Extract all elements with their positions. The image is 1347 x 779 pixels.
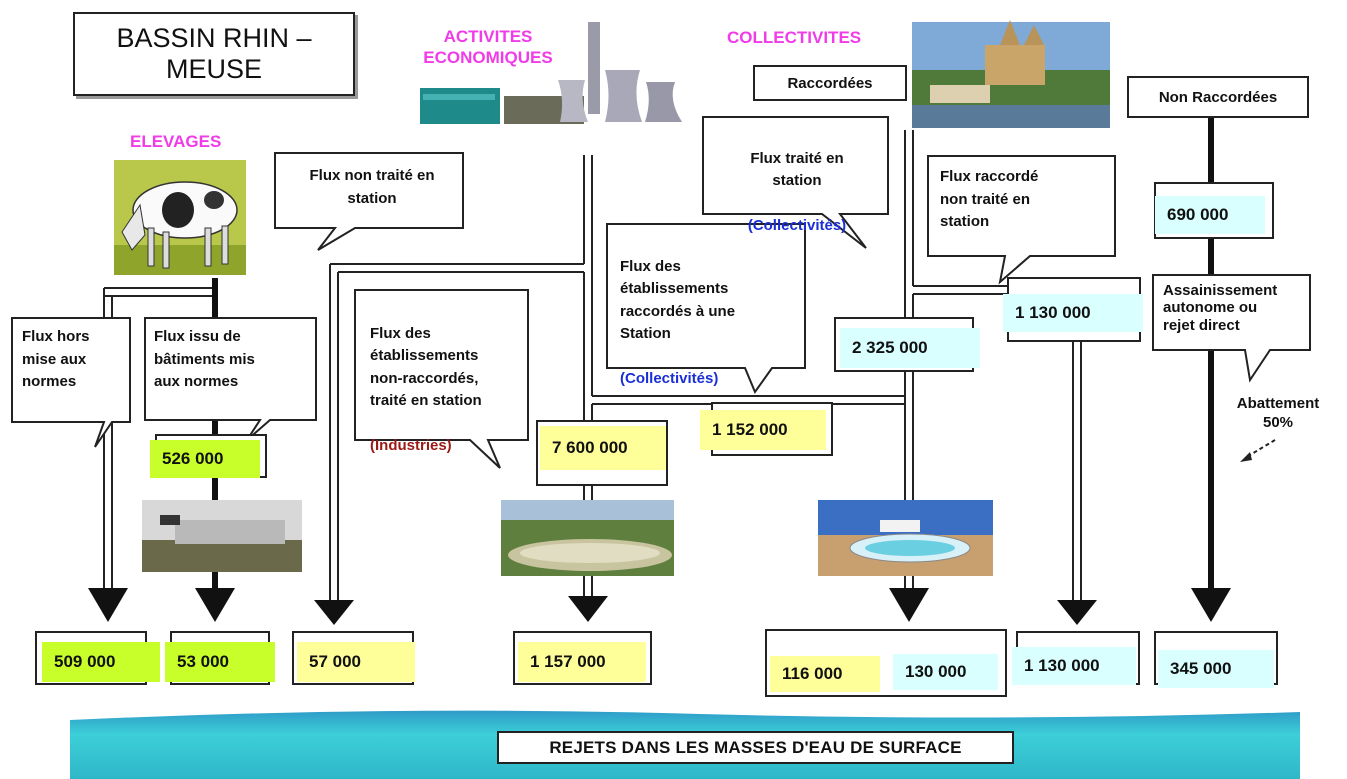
header-collectivites: COLLECTIVITES xyxy=(727,28,862,47)
farm-building-picture xyxy=(142,500,302,572)
cow-picture xyxy=(114,160,246,275)
bubble-flux-non-traite: Flux non traité en station xyxy=(309,167,435,207)
header-raccordees: Raccordées xyxy=(787,74,873,92)
value-57000: 57 000 xyxy=(297,642,415,682)
value-1130000-bottom: 1 130 000 xyxy=(1012,647,1136,685)
header-elevages: ELEVAGES xyxy=(130,132,222,151)
bubble-assainissement-autonome: Assainissement autonome ou rejet direct xyxy=(1163,282,1278,334)
value-116000: 116 000 xyxy=(770,656,880,692)
header-activites-economiques: ACTIVITES ECONOMIQUES xyxy=(423,27,553,68)
tag-collectivites: (Collectivités) xyxy=(620,370,719,387)
treatment-station-picture xyxy=(501,500,674,576)
bubble-flux-traite-station-text: Flux traité en station xyxy=(750,149,844,190)
header-non-raccordees: Non Raccordées xyxy=(1158,88,1278,106)
basin-title-text: BASSIN RHIN – MEUSE xyxy=(116,22,312,84)
label-abattement: Abattement 50% xyxy=(1236,395,1320,431)
value-1130000-top: 1 130 000 xyxy=(1003,294,1143,332)
factory-picture xyxy=(418,22,698,128)
bubble-flux-hors-normes: Flux hors mise aux normes xyxy=(22,328,90,390)
value-690000: 690 000 xyxy=(1155,196,1265,234)
callout-bubbles xyxy=(11,116,1311,469)
basin-title: BASSIN RHIN – MEUSE xyxy=(73,12,355,96)
value-509000: 509 000 xyxy=(42,642,160,682)
bubble-etablissements-non-raccordes-text: Flux des établissements non-raccordés, t… xyxy=(370,324,482,410)
value-526000: 526 000 xyxy=(150,440,260,478)
bubble-etablissements-non-raccordes: Flux des établissements non-raccordés, t… xyxy=(370,300,482,458)
bubble-raccorde-non-traite: Flux raccordé non traité en station xyxy=(940,168,1039,230)
value-7600000: 7 600 000 xyxy=(540,426,666,470)
bubble-etablissements-raccordes-text: Flux des établissements raccordés à une … xyxy=(620,257,736,343)
bubble-etablissements-raccordes: Flux des établissements raccordés à une … xyxy=(620,233,735,391)
city-picture xyxy=(912,20,1110,128)
tag-collectivites-2: (Collectivités) xyxy=(747,217,847,234)
value-2325000: 2 325 000 xyxy=(840,328,980,368)
flow-arrowheads xyxy=(88,588,1231,625)
bubble-flux-batiments-normes: Flux issu de bâtiments mis aux normes xyxy=(154,328,255,390)
tag-industries: (Industries) xyxy=(370,437,452,454)
value-345000: 345 000 xyxy=(1158,650,1274,688)
value-1157000: 1 157 000 xyxy=(518,642,646,682)
value-130000: 130 000 xyxy=(893,654,998,690)
surface-water-label: REJETS DANS LES MASSES D'EAU DE SURFACE xyxy=(497,731,1014,764)
value-53000: 53 000 xyxy=(165,642,275,682)
wastewater-plant-picture xyxy=(818,500,993,576)
value-1152000: 1 152 000 xyxy=(700,410,826,450)
bubble-flux-traite-station: Flux traité en station (Collectivités) xyxy=(712,125,882,238)
